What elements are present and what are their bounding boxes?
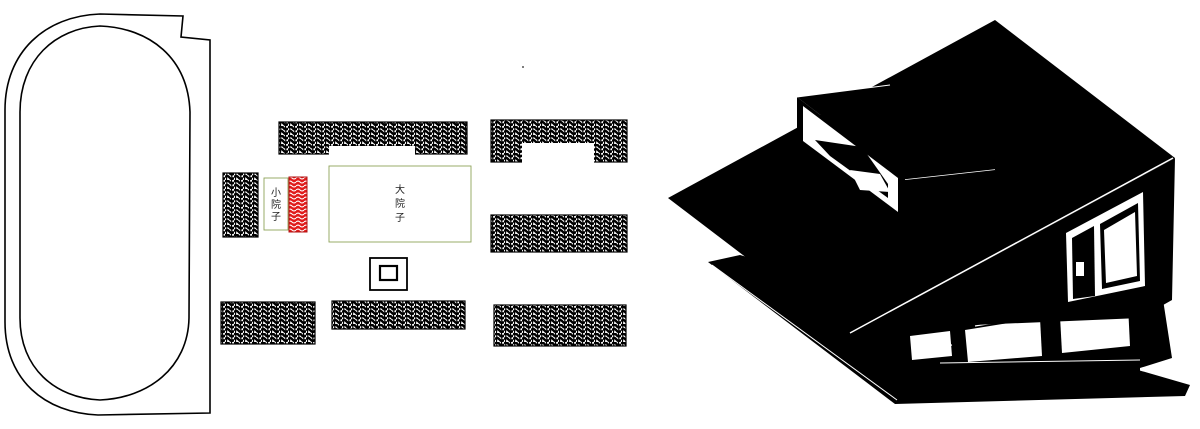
highlighted-building xyxy=(288,176,308,233)
gable-window-detail xyxy=(1076,262,1084,276)
building-block-south-west xyxy=(220,301,316,345)
building-block-south-east xyxy=(493,304,627,347)
clerestory-top xyxy=(797,85,995,180)
big-courtyard-char-1: 大 xyxy=(395,183,405,196)
gable-window-pane-void xyxy=(1104,212,1137,283)
building-block-north-gap xyxy=(329,146,415,156)
pencil-dot xyxy=(522,66,524,68)
big-courtyard-outline xyxy=(328,165,472,243)
building-block-east xyxy=(490,214,628,253)
building-blocks xyxy=(220,119,628,347)
site-plan: 小 院 子 大 院 子 xyxy=(4,13,628,416)
structure-beam-edge xyxy=(939,359,1141,364)
square-pavilion-icon xyxy=(369,257,408,291)
small-courtyard-char-2: 院 xyxy=(271,198,281,211)
running-track xyxy=(4,13,211,416)
big-courtyard-char-2: 院 xyxy=(395,197,405,210)
building-block-west xyxy=(222,172,259,238)
building-block-south xyxy=(331,300,466,330)
structure-beam xyxy=(940,362,1140,372)
track-outer-edge xyxy=(4,13,211,416)
small-courtyard-outline xyxy=(263,177,289,231)
small-courtyard-char-3: 子 xyxy=(271,211,281,223)
axonometric-building xyxy=(668,20,1190,404)
clerestory-inner-slot xyxy=(850,170,890,192)
big-courtyard-char-3: 子 xyxy=(395,212,405,224)
small-courtyard-char-1: 小 xyxy=(271,187,281,199)
clerestory-side-face xyxy=(905,170,995,221)
building-block-north-east-gap xyxy=(522,143,594,163)
track-inner-edge xyxy=(19,25,191,401)
base-slab-edge xyxy=(711,264,898,401)
roof-ridge-edge xyxy=(849,157,1174,334)
clerestory-top-edge xyxy=(796,84,891,98)
